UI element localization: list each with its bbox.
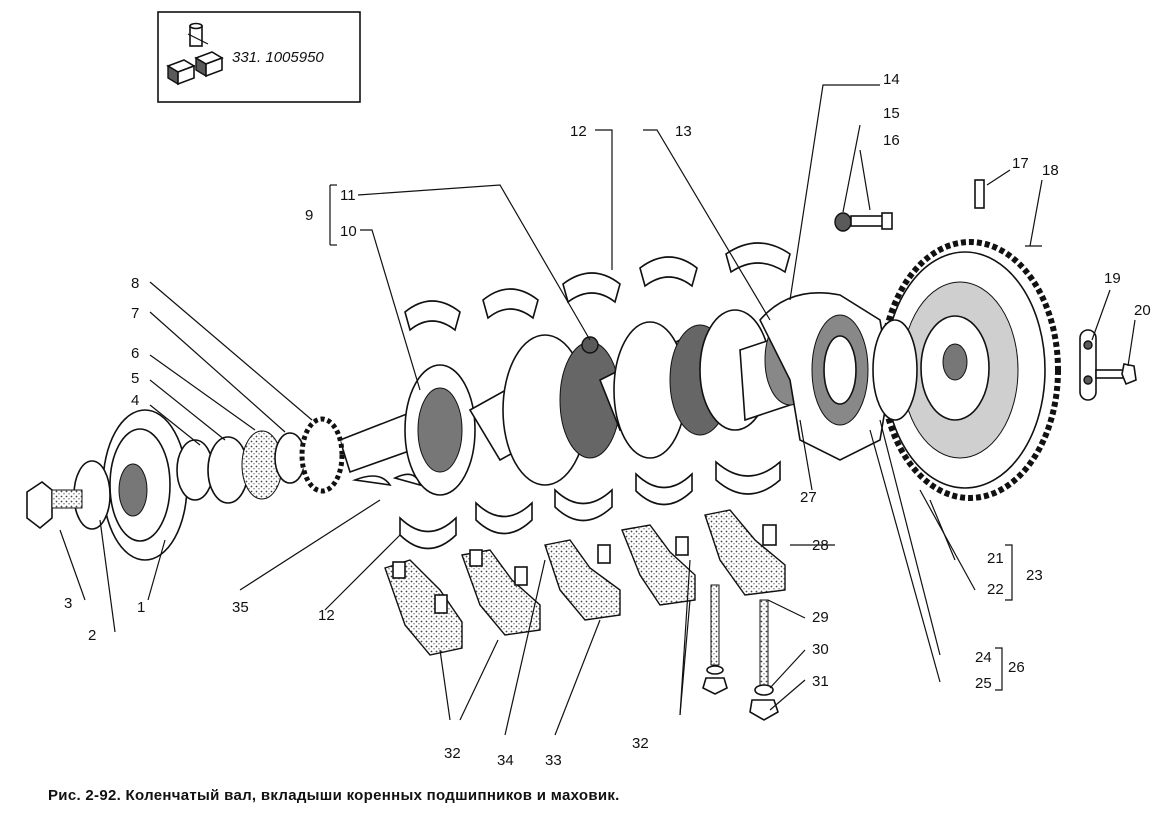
callout-32-right: 32 — [632, 735, 649, 752]
callout-21: 21 — [987, 550, 1004, 567]
callout-25: 25 — [975, 675, 992, 692]
callout-17: 17 — [1012, 155, 1029, 172]
callout-9: 9 — [305, 207, 313, 224]
callout-20: 20 — [1134, 302, 1151, 319]
cap-bolts — [702, 584, 779, 721]
key-35b — [392, 473, 422, 487]
callout-4: 4 — [131, 392, 139, 409]
pulley-1 — [102, 409, 188, 561]
callout-16: 16 — [883, 132, 900, 149]
callout-23: 23 — [1026, 567, 1043, 584]
callout-12-bottom: 12 — [318, 607, 335, 624]
callout-11: 11 — [340, 187, 356, 204]
callout-31: 31 — [812, 673, 829, 690]
seal-housing — [759, 292, 891, 461]
callout-26: 26 — [1008, 659, 1025, 676]
callout-35: 35 — [232, 599, 249, 616]
parts-drawing — [26, 84, 1137, 736]
callout-labels: 1 2 3 4 5 6 7 8 9 10 11 12 12 13 14 15 1… — [64, 71, 1151, 769]
main-bearing-caps — [384, 509, 786, 656]
callout-5: 5 — [131, 370, 139, 387]
callout-34: 34 — [497, 752, 514, 769]
lock-plate-19 — [1079, 329, 1137, 401]
lower-bearing-shells — [399, 460, 781, 550]
callout-27: 27 — [800, 489, 817, 506]
callout-22: 22 — [987, 581, 1004, 598]
callout-3: 3 — [64, 595, 72, 612]
flywheel — [872, 239, 1061, 501]
callout-18: 18 — [1042, 162, 1059, 179]
callout-1: 1 — [137, 599, 145, 616]
callout-19: 19 — [1104, 270, 1121, 287]
callout-33: 33 — [545, 752, 562, 769]
callout-6: 6 — [131, 345, 139, 362]
upper-bearing-shells — [404, 242, 791, 332]
callout-13: 13 — [675, 123, 692, 140]
callout-32-left: 32 — [444, 745, 461, 762]
callout-15: 15 — [883, 105, 900, 122]
callout-8: 8 — [131, 275, 139, 292]
bolt-3 — [26, 481, 83, 530]
callout-7: 7 — [131, 305, 139, 322]
callout-2: 2 — [88, 627, 96, 644]
callout-14: 14 — [883, 71, 900, 88]
leader-lines — [59, 84, 1136, 736]
callout-10: 10 — [340, 223, 357, 240]
callout-30: 30 — [812, 641, 829, 658]
catalog-box: 331. 1005950 — [157, 11, 361, 103]
gear-8 — [299, 416, 345, 494]
crankshaft — [339, 309, 829, 496]
bolt-16 — [834, 212, 893, 232]
callout-29: 29 — [812, 609, 829, 626]
callout-28: 28 — [812, 537, 829, 554]
callout-24: 24 — [975, 649, 992, 666]
figure-caption: Рис. 2-92. Коленчатый вал, вкладыши коре… — [48, 787, 620, 804]
catalog-code: 331. 1005950 — [232, 49, 324, 66]
callout-12-top: 12 — [570, 123, 587, 140]
key-35a — [351, 475, 392, 487]
pin-17 — [974, 179, 985, 209]
catalog-kit-icon — [166, 22, 224, 86]
